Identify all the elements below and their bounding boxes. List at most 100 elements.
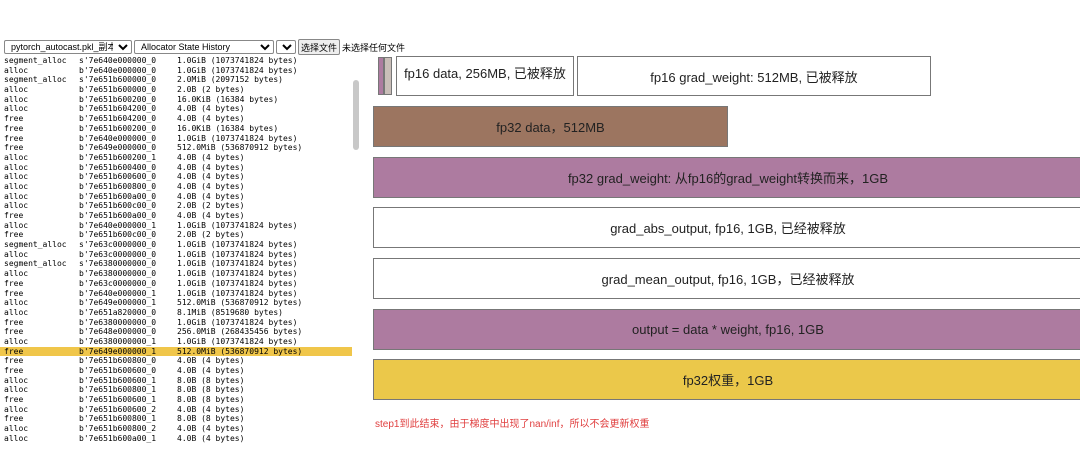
event-action: alloc <box>4 162 29 172</box>
event-address: b'7e649e000000_1 <box>79 298 157 308</box>
block-fp32-data[interactable]: fp32 data，512MB <box>373 106 728 147</box>
event-address: b'7e651b600800_0 <box>79 181 157 191</box>
event-address: s'7e63c0000000_0 <box>79 240 157 250</box>
event-action: alloc <box>4 385 29 395</box>
event-action: alloc <box>4 104 29 114</box>
block-fp32-grad-weight[interactable]: fp32 grad_weight: 从fp16的grad_weight转换而来，… <box>373 157 1080 198</box>
event-action: alloc <box>4 85 29 95</box>
event-address: b'7e651b600600_1 <box>79 395 157 405</box>
event-size: 2.0B (2 bytes) <box>177 201 245 211</box>
block-grad-abs-output[interactable]: grad_abs_output, fp16, 1GB, 已经被释放 <box>373 207 1080 248</box>
block-output[interactable]: output = data * weight, fp16, 1GB <box>373 309 1080 350</box>
event-action: segment_alloc <box>4 240 67 250</box>
event-address: b'7e651b600800_1 <box>79 385 157 395</box>
event-address: b'7e640e000000_0 <box>79 65 157 75</box>
event-address: b'7e651b600a00_0 <box>79 211 157 220</box>
event-address: b'7e649e000000_1 <box>79 346 157 356</box>
event-action: alloc <box>4 424 29 434</box>
event-size: 1.0GiB (1073741824 bytes) <box>177 249 298 259</box>
event-size: 4.0B (4 bytes) <box>177 211 245 220</box>
event-size: 8.0B (8 bytes) <box>177 395 245 405</box>
event-size: 4.0B (4 bytes) <box>177 366 245 375</box>
block-grad-mean-output[interactable]: grad_mean_output, fp16, 1GB，已经被释放 <box>373 258 1080 299</box>
pink-stripe <box>378 57 384 95</box>
event-address: b'7e651b600800_0 <box>79 356 157 366</box>
block-fp16-grad-weight[interactable]: fp16 grad_weight: 512MB, 已被释放 <box>577 56 931 96</box>
event-address: b'7e651b600200_1 <box>79 152 157 162</box>
block-fp16-data[interactable]: fp16 data, 256MB, 已被释放 <box>396 56 574 96</box>
view-select[interactable]: Allocator State History <box>134 40 274 54</box>
event-address: s'7e651b600000_0 <box>79 75 157 85</box>
event-address: b'7e640e000000_1 <box>79 220 157 230</box>
event-size: 4.0B (4 bytes) <box>177 162 245 172</box>
index-select[interactable]: 0 <box>276 40 296 54</box>
choose-file-button[interactable]: 选择文件 <box>298 39 341 55</box>
event-address: b'7e651b600600_2 <box>79 404 157 414</box>
event-size: 2.0B (2 bytes) <box>177 85 245 95</box>
event-action: free <box>4 327 24 337</box>
event-address: b'7e651b600a00_1 <box>79 433 157 443</box>
event-row[interactable]: alloc b'7e651b600800_1 8.0B (8 bytes) <box>0 385 352 395</box>
event-action: alloc <box>4 94 29 104</box>
grey-stripe <box>384 57 392 95</box>
event-size: 1.0GiB (1073741824 bytes) <box>177 278 298 288</box>
event-action: free <box>4 114 24 124</box>
no-file-label: 未选择任何文件 <box>342 42 406 53</box>
annotation-note: step1到此结束，由于梯度中出现了nan/inf，所以不会更新权重 <box>375 419 650 430</box>
event-action: alloc <box>4 375 29 385</box>
event-size: 8.0B (8 bytes) <box>177 385 245 395</box>
file-select[interactable]: pytorch_autocast.pkl_副本 (7) <box>4 40 132 54</box>
event-size: 4.0B (4 bytes) <box>177 104 245 114</box>
block-fp32-weight[interactable]: fp32权重，1GB <box>373 359 1080 400</box>
event-action: alloc <box>4 307 29 317</box>
event-size: 8.0B (8 bytes) <box>177 414 245 424</box>
event-address: b'7e648e000000_0 <box>79 327 157 337</box>
event-address: b'7e63c0000000_0 <box>79 278 157 288</box>
event-action: free <box>4 123 24 133</box>
scrollbar[interactable] <box>353 80 359 150</box>
event-action: alloc <box>4 181 29 191</box>
event-address: b'7e651b600200_0 <box>79 123 157 133</box>
event-action: alloc <box>4 404 29 414</box>
